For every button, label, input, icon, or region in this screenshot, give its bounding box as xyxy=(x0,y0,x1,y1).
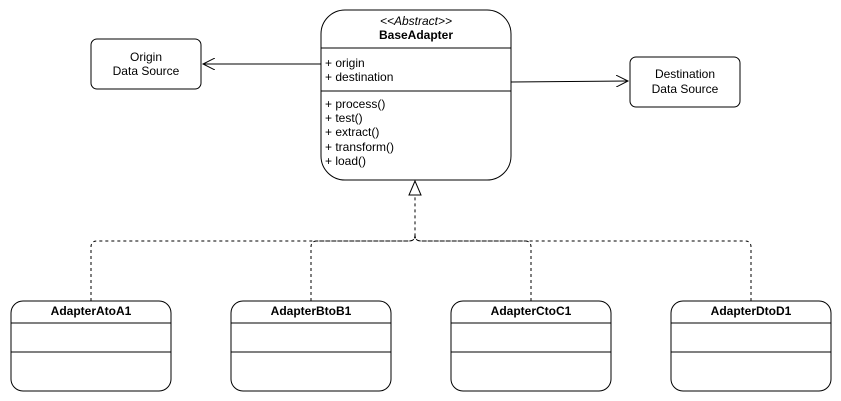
base-method: + extract() xyxy=(325,125,379,139)
destination-data-source-box[interactable]: Destination Data Source xyxy=(629,56,741,108)
generalization-arrowhead xyxy=(408,179,422,196)
connector-b xyxy=(310,234,416,301)
subclass-adapter-b[interactable]: AdapterBtoB1 xyxy=(230,300,392,392)
base-class-name: BaseAdapter xyxy=(379,28,453,42)
destination-box-line1: Destination xyxy=(655,67,715,81)
association-to-destination xyxy=(510,81,628,82)
origin-data-source-box[interactable]: Origin Data Source xyxy=(90,38,202,90)
subclass-adapter-c[interactable]: AdapterCtoC1 xyxy=(450,300,612,392)
connector-d xyxy=(414,234,752,301)
base-attribute: + origin xyxy=(325,56,365,70)
connector-a xyxy=(90,195,416,301)
subclass-name: AdapterDtoD1 xyxy=(711,304,792,318)
base-class-stereotype: <<Abstract>> xyxy=(380,14,452,28)
subclass-name: AdapterCtoC1 xyxy=(491,304,572,318)
base-method: + load() xyxy=(325,154,366,168)
subclass-name: AdapterAtoA1 xyxy=(51,304,132,318)
connector-c xyxy=(414,234,532,301)
base-method: + transform() xyxy=(325,140,394,154)
origin-box-line1: Origin xyxy=(130,50,162,64)
base-attribute: + destination xyxy=(325,70,393,84)
inheritance-connectors xyxy=(90,195,752,301)
subclass-adapter-a[interactable]: AdapterAtoA1 xyxy=(10,300,172,392)
base-adapter-class[interactable]: <<Abstract>> BaseAdapter + origin + dest… xyxy=(320,9,512,181)
origin-box-line2: Data Source xyxy=(113,64,180,78)
base-method: + process() xyxy=(325,97,385,111)
base-method: + test() xyxy=(325,111,363,125)
subclass-name: AdapterBtoB1 xyxy=(271,304,352,318)
destination-box-line2: Data Source xyxy=(652,82,719,96)
subclass-adapter-d[interactable]: AdapterDtoD1 xyxy=(670,300,832,392)
